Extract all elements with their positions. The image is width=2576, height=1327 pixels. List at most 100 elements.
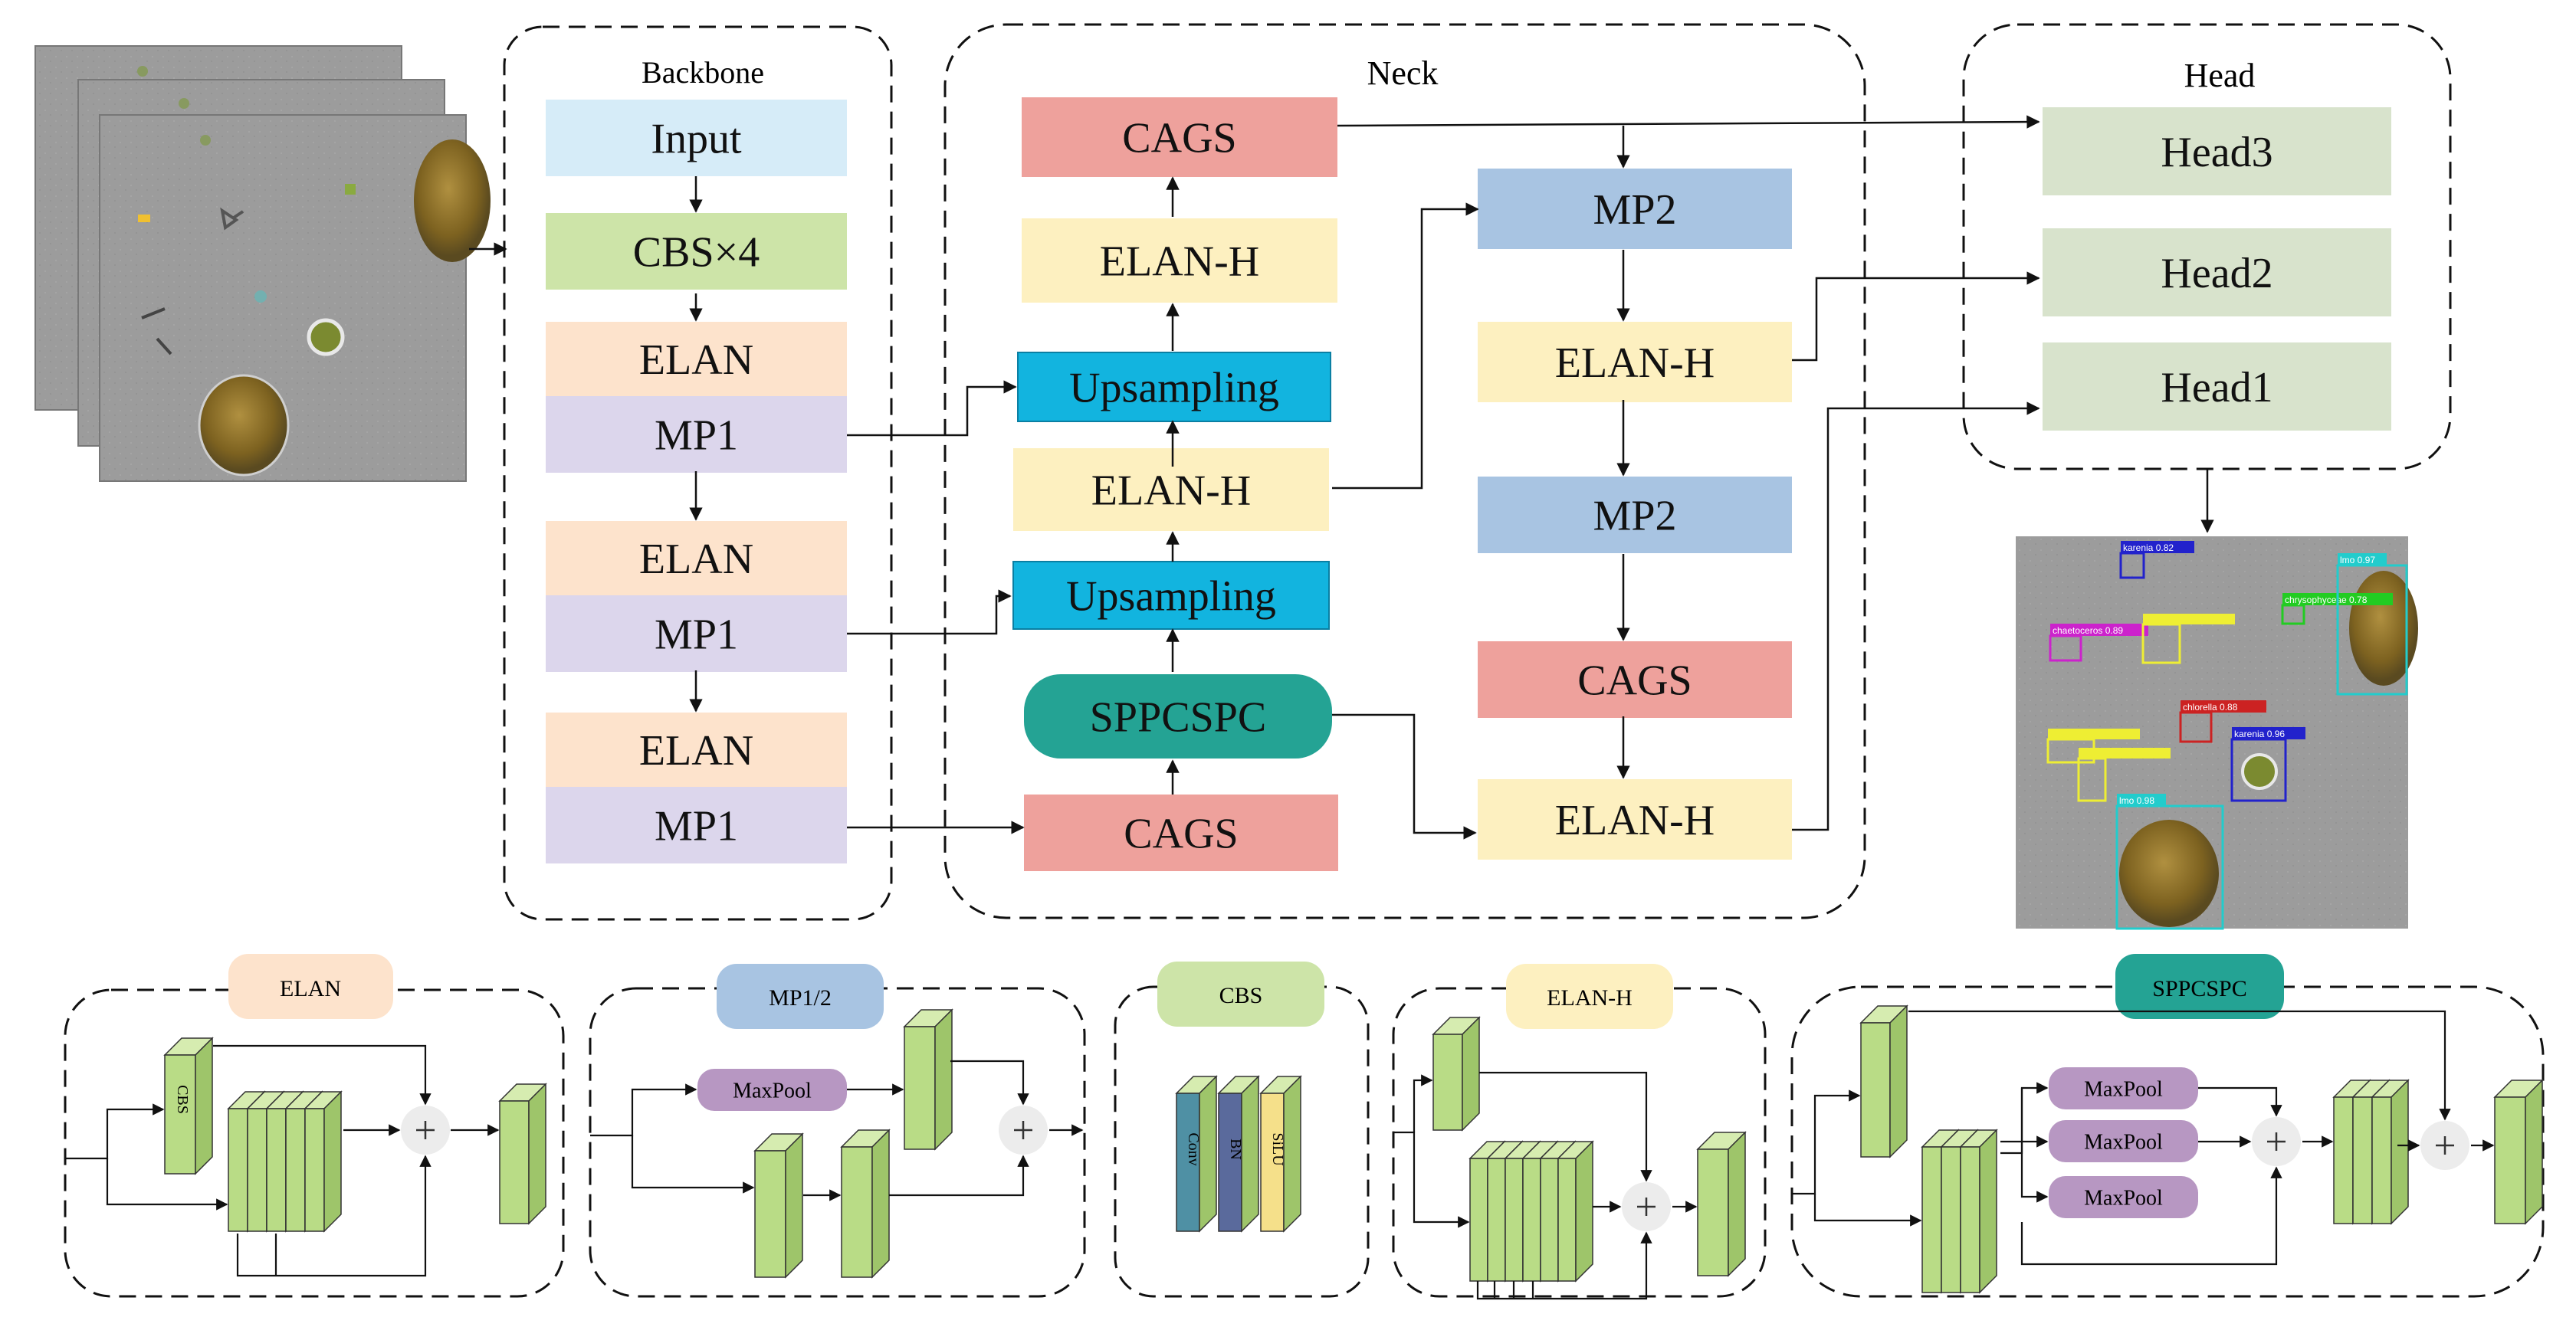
neck-blocks: CAGSELAN-HUpsamplingELAN-HUpsamplingSPPC… [1012, 97, 1792, 871]
sppcspc-module: SPPCSPC [1790, 954, 2545, 1298]
cbs-layer-conv [1175, 1075, 1218, 1233]
detection-label: karenia 0.96 [2234, 729, 2285, 739]
elan-output-block [498, 1083, 547, 1225]
backbone-block-4: ELAN [546, 521, 847, 595]
cbs-layer-label: SiLU [1269, 1132, 1286, 1166]
detection-label: chaetoceros 0.89 [2053, 625, 2123, 636]
head-block-1: Head2 [2043, 228, 2391, 316]
neck-left-block-2: Upsampling [1017, 352, 1331, 422]
neck-right-block-0: MP2 [1478, 169, 1792, 249]
detection-box: karenia 0.82 [2119, 541, 2194, 579]
backbone-block-7-label: MP1 [655, 803, 738, 850]
backbone-block-0: Input [546, 100, 847, 176]
detection-box [2077, 748, 2171, 802]
elanh-block [1432, 1016, 1481, 1132]
neck-left-block-0-label: CAGS [1122, 115, 1236, 162]
neck-right-block-2-label: MP2 [1593, 493, 1677, 540]
detection-box [2141, 614, 2235, 664]
head-block-2-label: Head1 [2161, 364, 2272, 411]
backbone-block-5: MP1 [546, 595, 847, 672]
cbs-module-title: CBS [1219, 983, 1263, 1008]
detection-box: karenia 0.96 [2230, 727, 2305, 802]
neck-right-block-1: ELAN-H [1478, 322, 1792, 402]
elan-module: ELAN [64, 954, 565, 1298]
backbone-section: Backbone [503, 25, 893, 921]
spp-block [1859, 1004, 1908, 1158]
neck-left-block-1: ELAN-H [1022, 218, 1337, 303]
neck-left-block-5: SPPCSPC [1024, 674, 1332, 759]
neck-left-block-6: CAGS [1024, 795, 1338, 871]
add-node [999, 1106, 1048, 1155]
backbone-block-2-label: ELAN [639, 336, 753, 384]
neck-left-block-0: CAGS [1022, 97, 1337, 177]
connections [689, 115, 2214, 840]
neck-left-block-4: Upsampling [1012, 561, 1330, 630]
neck-right-block-1-label: ELAN-H [1555, 339, 1715, 387]
spp-maxpool-1: MaxPool [2049, 1120, 2198, 1162]
detection-label: chlorella 0.88 [2183, 702, 2238, 713]
mp-module-title: MP1/2 [769, 985, 832, 1011]
cbs-layer-label: BN [1227, 1139, 1244, 1160]
backbone-title: Backbone [642, 55, 764, 90]
cbs-layer-silu [1259, 1075, 1302, 1233]
detection-label: lmo 0.97 [2340, 555, 2375, 565]
detection-box: chaetoceros 0.89 [2049, 624, 2148, 662]
backbone-block-6-label: ELAN [639, 727, 753, 775]
elanh-module-title: ELAN-H [1547, 985, 1633, 1011]
neck-left-block-5-label: SPPCSPC [1090, 694, 1266, 742]
neck-left-block-2-label: Upsampling [1069, 365, 1279, 412]
neck-right-block-4-label: ELAN-H [1555, 797, 1715, 844]
mp-block [840, 1129, 891, 1279]
input-image-stack [34, 45, 491, 482]
spp-mid-block [2371, 1079, 2410, 1225]
neck-right-block-0-label: MP2 [1593, 186, 1677, 234]
backbone-block-2: ELAN [546, 322, 847, 396]
head-block-2: Head1 [2043, 342, 2391, 431]
cbs-module: CBS [1114, 962, 1370, 1298]
maxpool-block: MaxPool [697, 1069, 847, 1111]
neck-left-block-1-label: ELAN-H [1100, 238, 1259, 286]
spp-stack-block [1959, 1129, 1998, 1294]
elanh-module: ELAN-H [1392, 964, 1767, 1298]
sppcspc-module-title: SPPCSPC [2152, 976, 2246, 1001]
detection-boxes: karenia 0.82 chaetoceros 0.89 chrysophycea… [2046, 541, 2408, 930]
neck-left-block-3-label: ELAN-H [1091, 467, 1251, 515]
cbs-layer-bn [1217, 1075, 1260, 1233]
head-title: Head [2184, 57, 2256, 94]
spp-maxpool-0-label: MaxPool [2084, 1078, 2163, 1102]
neck-right-block-3: CAGS [1478, 641, 1792, 718]
neck-right-block-3-label: CAGS [1577, 657, 1692, 705]
detection-box: lmo 0.98 [2115, 794, 2224, 930]
elan-stack-block [304, 1090, 343, 1233]
neck-section: Neck [943, 23, 1866, 919]
head-block-0: Head3 [2043, 107, 2391, 195]
cbs-layer-label: Conv [1185, 1132, 1202, 1165]
backbone-block-3: MP1 [546, 396, 847, 473]
mp-block [753, 1132, 804, 1279]
spp-output-block [2493, 1079, 2544, 1225]
detection-box: lmo 0.97 [2336, 553, 2408, 696]
add-node [1622, 1182, 1671, 1231]
backbone-block-1-label: CBS×4 [633, 229, 760, 277]
backbone-block-1: CBS×4 [546, 213, 847, 290]
spp-maxpool-1-label: MaxPool [2084, 1131, 2163, 1155]
backbone-block-0-label: Input [651, 116, 742, 163]
detection-box: chlorella 0.88 [2179, 700, 2266, 743]
elan-module-title: ELAN [280, 976, 341, 1001]
add-node [2420, 1121, 2469, 1170]
detection-label: chrysophyceae 0.78 [2285, 595, 2368, 605]
neck-title: Neck [1367, 54, 1439, 92]
backbone-block-6: ELAN [546, 713, 847, 787]
maxpool-block-label: MaxPool [733, 1080, 812, 1103]
elanh-output-block [1696, 1131, 1747, 1277]
add-node [401, 1106, 450, 1155]
backbone-block-4-label: ELAN [639, 536, 753, 583]
backbone-block-5-label: MP1 [655, 611, 738, 659]
backbone-block-3-label: MP1 [655, 412, 738, 460]
head-block-0-label: Head3 [2161, 129, 2272, 176]
cbs-block-label: CBS [174, 1085, 191, 1114]
